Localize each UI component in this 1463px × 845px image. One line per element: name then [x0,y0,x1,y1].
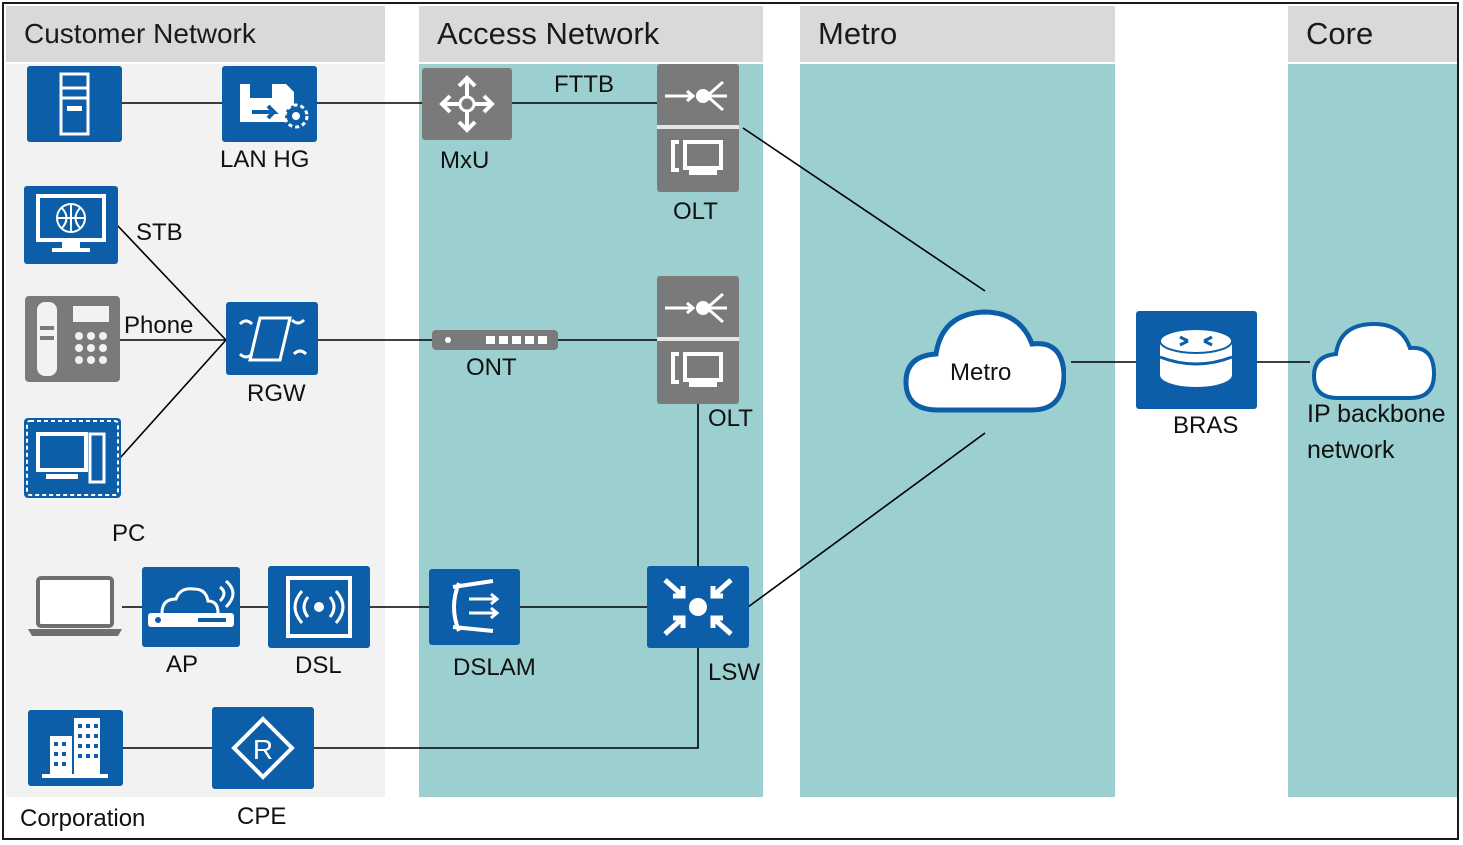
bras-label: BRAS [1173,412,1239,439]
dsl-label: DSL [295,652,342,679]
lan-hg-icon[interactable] [222,66,317,142]
monitor-globe-icon[interactable] [24,186,118,264]
customer-network-header: Customer Network [6,6,385,62]
metro-zone [800,64,1115,797]
lan-hg-label: LAN HG [220,146,310,173]
ip-backbone-label-line1: IP backbone [1307,400,1446,428]
mxu-label: MxU [440,147,490,174]
cloud-icon[interactable] [902,308,1066,414]
cpe-label: CPE [237,803,287,830]
server-icon[interactable] [27,66,122,142]
mxu-icon[interactable] [422,68,512,140]
olt-icon[interactable] [657,64,739,192]
ont-icon[interactable] [432,330,558,350]
laptop-icon[interactable] [28,575,122,637]
building-icon[interactable] [28,710,123,786]
svg-text:R: R [253,734,273,765]
dsl-modem-icon[interactable] [268,566,370,648]
pc-label: PC [112,520,146,547]
rgw-icon[interactable] [226,302,318,375]
phone-label: Phone [124,312,194,339]
ont-label: ONT [466,354,517,381]
link-pc-rgw [119,339,227,459]
lsw-label: LSW [708,659,761,686]
pc-icon[interactable] [24,418,121,498]
desk-phone-icon[interactable] [25,296,120,382]
olt-top-label: OLT [673,198,718,225]
link-lsw-metro [747,432,986,608]
core-zone [1288,64,1459,797]
link-olt-metro [742,127,986,292]
stb-label: STB [136,219,183,246]
rgw-label: RGW [247,380,306,407]
bras-icon[interactable] [1136,311,1257,409]
olt-mid-label: OLT [708,405,753,432]
olt-icon[interactable] [657,276,739,404]
dslam-icon[interactable] [429,569,520,645]
link-cpe-lsw [314,648,699,749]
router-r-icon[interactable]: R [212,707,314,789]
dslam-label: DSLAM [453,654,536,681]
wifi-router-icon[interactable] [142,567,240,647]
ip-backbone-label-line2: network [1307,436,1395,464]
cloud-icon[interactable] [1310,320,1438,402]
lan-switch-icon[interactable] [647,566,749,648]
corporation-label: Corporation [20,805,146,832]
metro-header: Metro [800,6,1115,62]
ap-label: AP [166,651,199,678]
core-header: Core [1288,6,1459,62]
metro-cloud-label: Metro [950,359,1012,386]
fttb-label: FTTB [554,71,614,98]
access-network-header: Access Network [419,6,763,62]
link-stb-rgw [116,224,227,341]
